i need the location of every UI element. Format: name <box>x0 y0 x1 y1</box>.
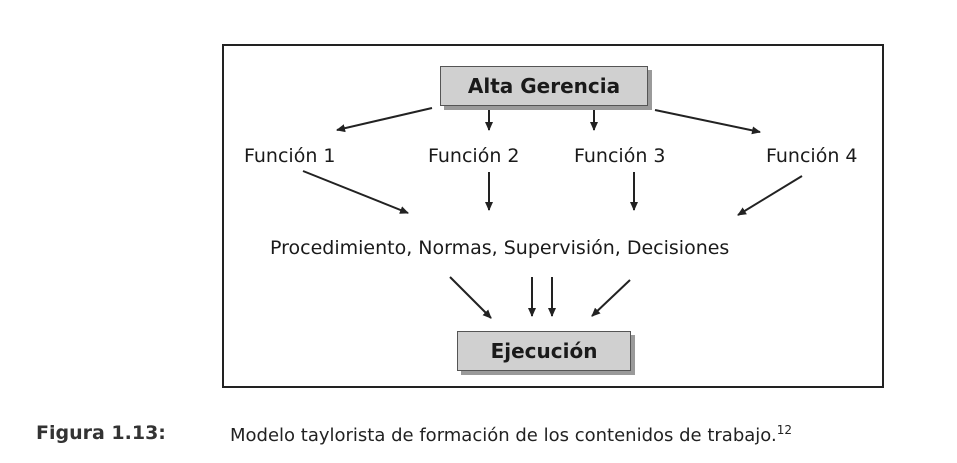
node-function-3: Función 3 <box>574 145 666 167</box>
arrow-function-4-to-middle <box>737 175 803 216</box>
arrow-top-to-function-1 <box>336 107 433 133</box>
node-alta-gerencia: Alta Gerencia <box>440 66 648 106</box>
arrow-middle-to-bottom-right <box>591 279 631 317</box>
figure-label: Figura 1.13: <box>36 422 166 444</box>
arrow-middle-to-bottom-left <box>449 276 492 319</box>
caption-text: Modelo taylorista de formación de los co… <box>230 425 777 446</box>
arrow-top-to-function-4 <box>654 109 761 135</box>
node-procedures: Procedimiento, Normas, Supervisión, Deci… <box>270 237 730 259</box>
node-function-4: Función 4 <box>766 145 858 167</box>
node-ejecucion: Ejecución <box>457 331 631 371</box>
footnote-ref: 12 <box>776 423 792 437</box>
node-function-2: Función 2 <box>428 145 520 167</box>
diagram-frame <box>222 44 884 388</box>
arrow-function-1-to-middle <box>302 170 409 214</box>
node-function-1: Función 1 <box>244 145 336 167</box>
figure-caption: Modelo taylorista de formación de los co… <box>230 423 792 446</box>
